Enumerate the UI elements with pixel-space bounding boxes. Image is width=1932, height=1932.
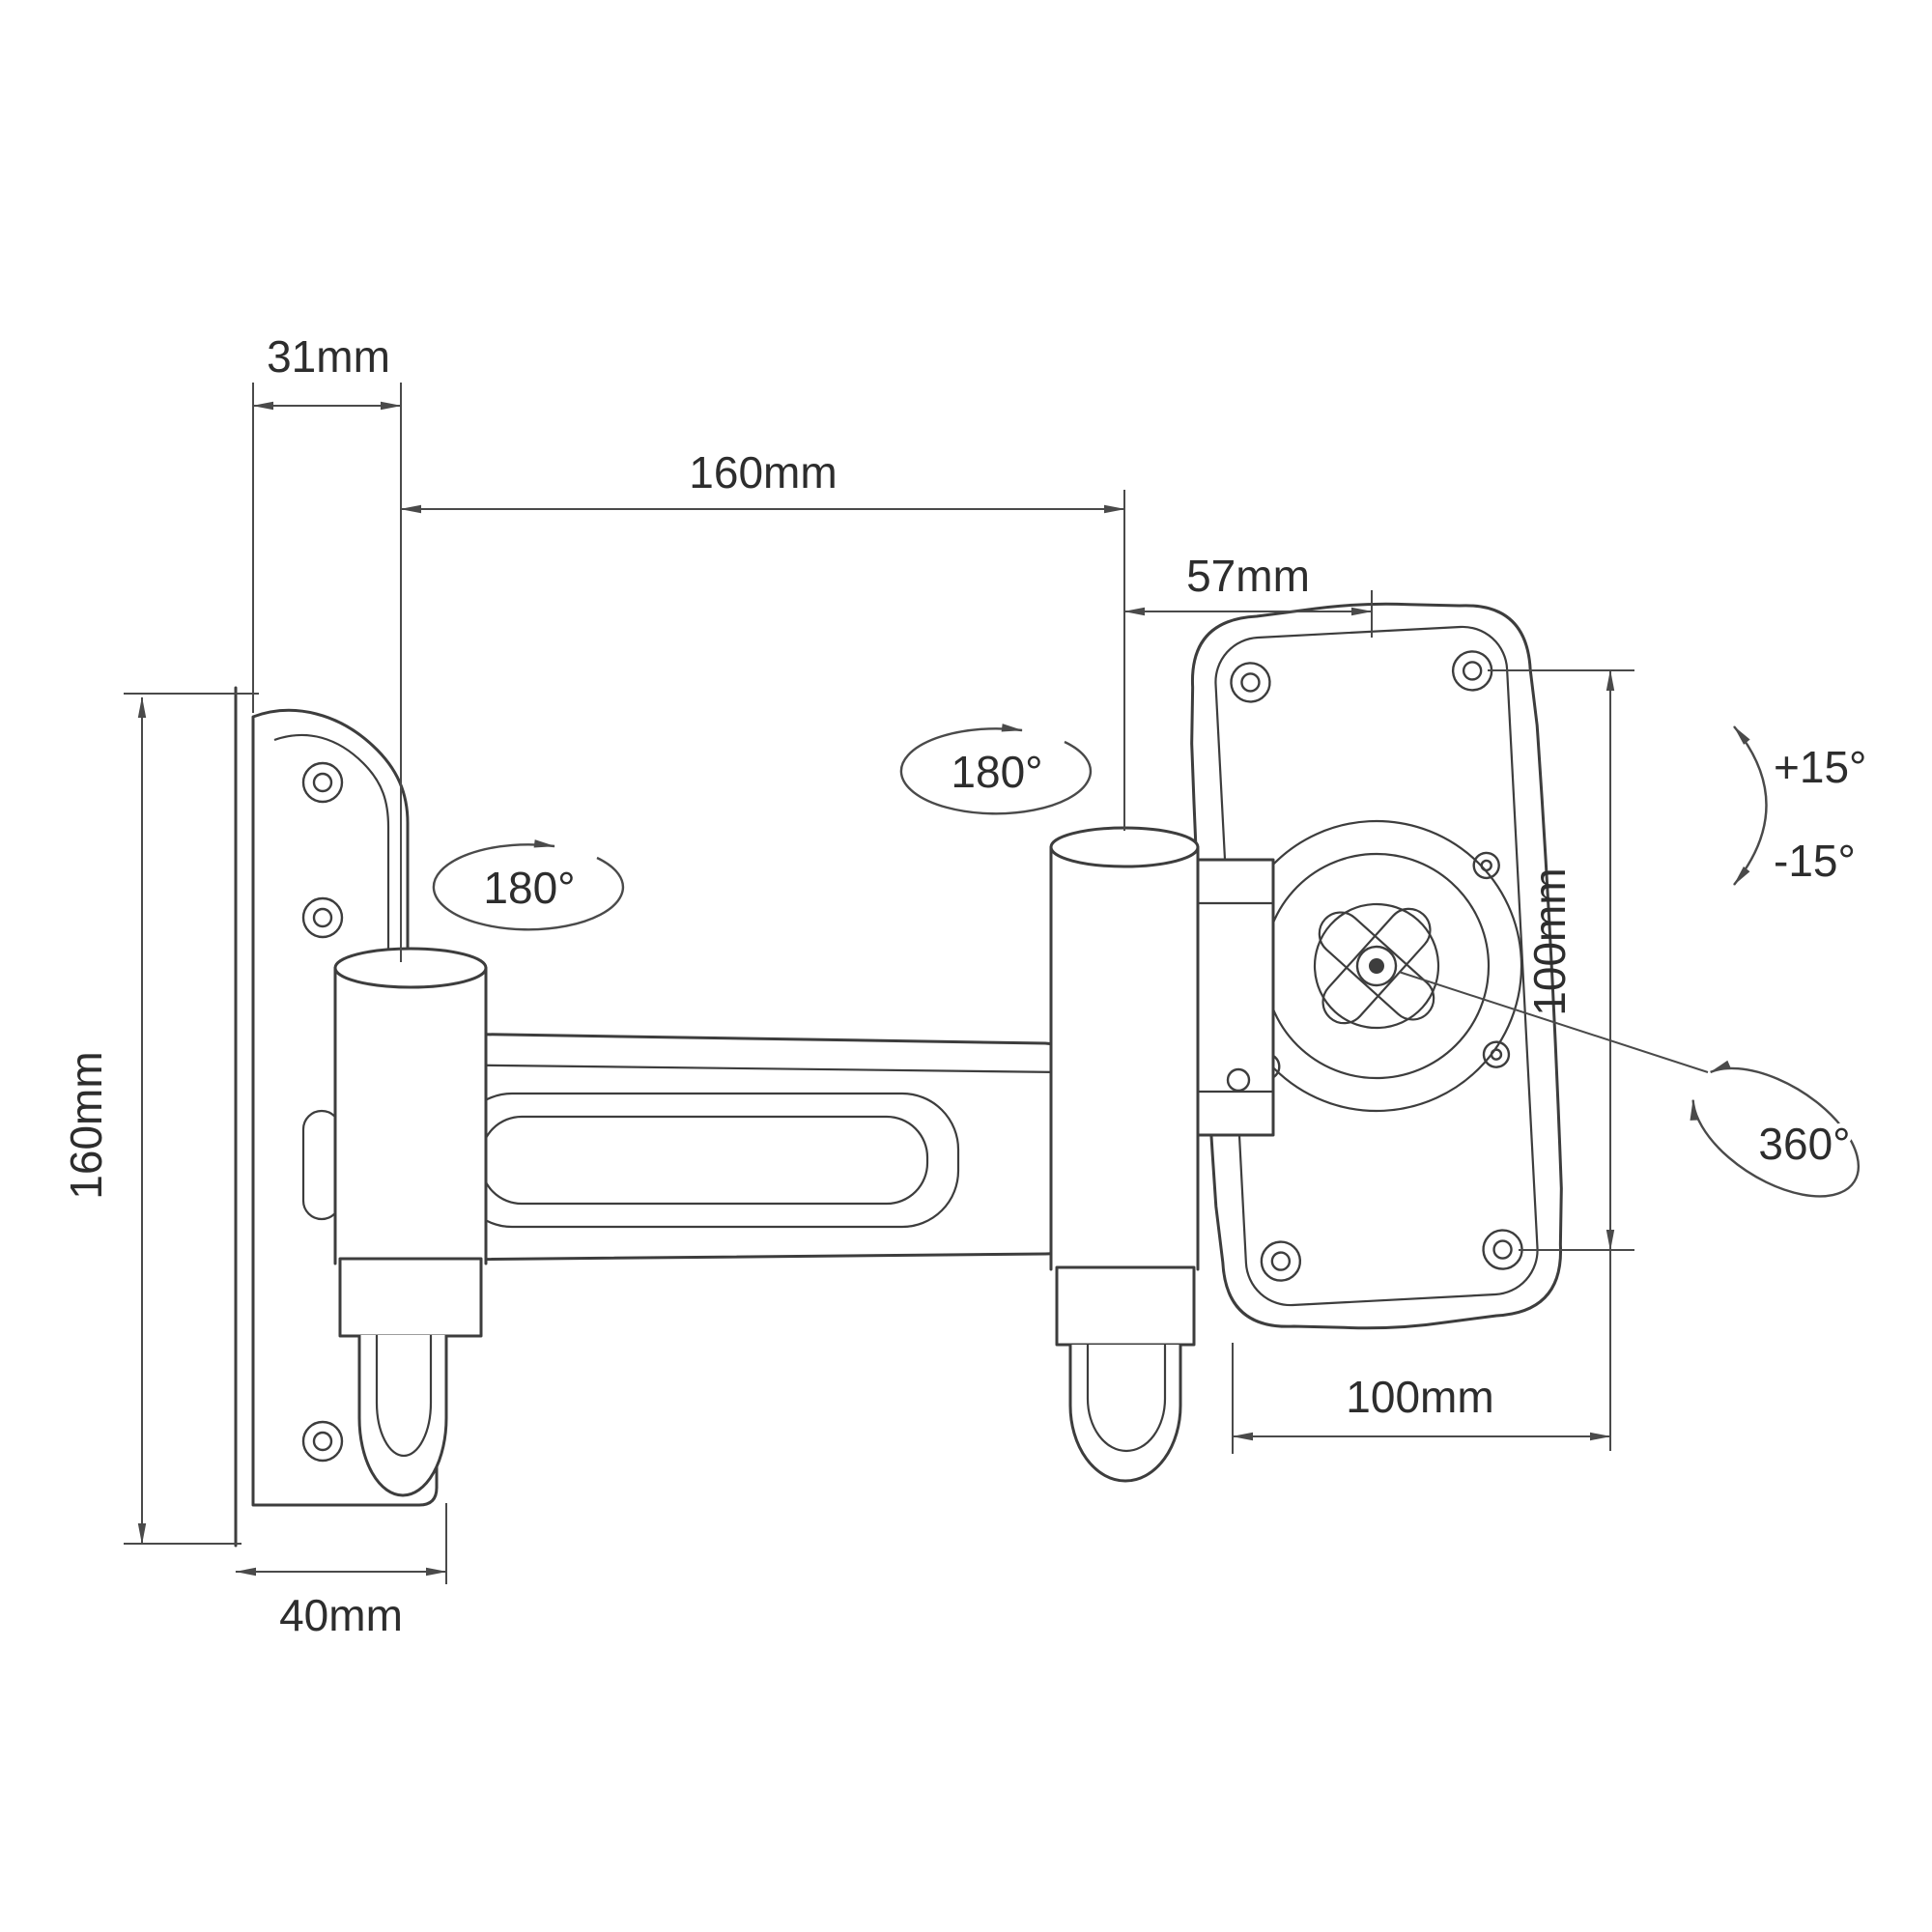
hub-cross [1318,911,1435,1021]
plate-screw-hole [301,761,344,804]
center-screw [1355,945,1398,987]
motion-annotations: 180° 180° +15° -15° 360° [432,724,1866,1198]
angle-label-tilt-up: +15° [1774,742,1866,792]
rotation-arrow: 360° [1398,971,1861,1198]
swivel-arrow-head: 180° [899,724,1093,815]
dim-label-plate-height: 160mm [61,1051,111,1199]
hinge-head [1049,826,1200,1483]
dim-label-vesa-width: 100mm [1346,1372,1493,1422]
angle-label-rotation: 360° [1758,1119,1850,1169]
swivel-arrow-arm: 180° [432,839,625,931]
dim-label-base-depth: 40mm [279,1590,403,1640]
hinge-cap [333,947,488,989]
angle-label-swivel-head: 180° [951,747,1042,797]
dim-label-arm-length: 160mm [689,447,837,497]
dim-label-vesa-height: 100mm [1524,867,1575,1015]
tilt-arrow: +15° -15° [1733,725,1866,886]
hinge-wall [333,947,488,1497]
angle-label-swivel-arm: 180° [483,863,575,913]
dim-label-head-offset: 57mm [1186,551,1310,601]
vesa-corner-holes [1230,650,1523,1282]
angle-label-tilt-down: -15° [1774,836,1856,886]
vesa-plate [1190,602,1563,1330]
hinge-cap [1049,826,1200,868]
plate-screw-hole [301,896,344,939]
articulating-arm [410,1032,1078,1262]
plate-screw-hole [301,1420,344,1463]
block-screw [1226,1067,1251,1093]
dimension-lines: 31mm 160mm 57mm 160mm 40mm 100mm 100mm [61,331,1634,1640]
dim-label-wall-offset: 31mm [267,331,390,382]
